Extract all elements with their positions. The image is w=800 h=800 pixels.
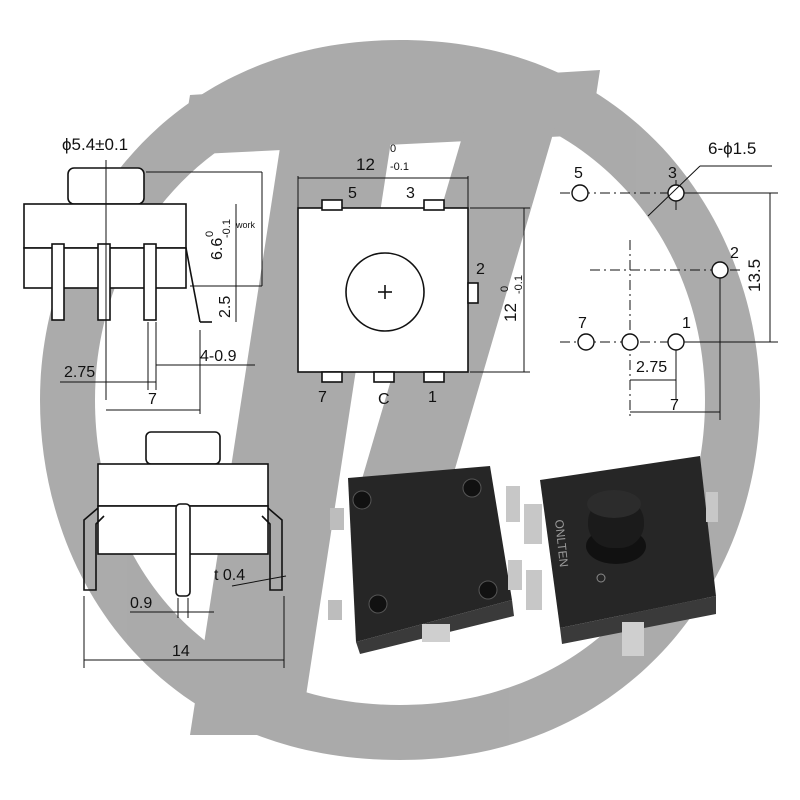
dim-height-tol-lower: -0.1	[221, 219, 233, 238]
dim-height-tol-upper: 0	[204, 231, 216, 237]
switch-back-photo	[328, 466, 522, 654]
brand-text: ONLTEN	[552, 519, 571, 568]
footprint-label-7: 7	[578, 315, 587, 332]
side-body	[23, 203, 187, 249]
tab-7	[321, 371, 343, 383]
screw-4	[478, 580, 498, 600]
dim-front-pin-width: 0.9	[130, 595, 152, 612]
footprint-label-5: 5	[574, 165, 583, 182]
work-label: work	[235, 220, 256, 230]
pin-left	[51, 243, 65, 321]
footprint-label-3: 3	[668, 165, 677, 182]
dim-top-width-tol-lower: -0.1	[390, 161, 409, 173]
product-photo: ONLTEN	[328, 456, 718, 656]
tab-1	[423, 371, 445, 383]
dim-footprint-pitch: 2.75	[636, 359, 667, 376]
dim-pin-pitch: 2.75	[64, 364, 95, 381]
front-body-top	[97, 463, 269, 507]
hole-5	[571, 184, 589, 202]
screw-1	[352, 490, 372, 510]
front-button	[145, 431, 221, 465]
tab-3	[423, 199, 445, 211]
footprint-label-2: 2	[730, 245, 739, 262]
dim-top-width: 12	[356, 155, 375, 174]
pin-label-2: 2	[476, 261, 485, 278]
dim-footprint-span: 7	[670, 397, 679, 414]
pin-label-7: 7	[318, 389, 327, 406]
dim-thickness: t 0.4	[214, 567, 245, 584]
front-pin	[175, 503, 191, 597]
pin-label-1: 1	[428, 389, 437, 406]
dim-top-height-tol-lower: -0.1	[513, 275, 525, 294]
dim-pin-height: 2.5	[217, 296, 234, 318]
footprint	[560, 165, 778, 420]
dim-top-height-tol-upper: 0	[499, 286, 511, 292]
screw-3	[368, 594, 388, 614]
front-leg-right	[261, 507, 283, 591]
screw-2	[462, 478, 482, 498]
side-view	[23, 160, 263, 414]
dim-footprint-vertical: 13.5	[745, 259, 764, 292]
dim-pin-width: 4-0.9	[200, 348, 237, 365]
hole-7	[577, 333, 595, 351]
tab-c	[373, 371, 395, 383]
footprint-label-1: 1	[682, 315, 691, 332]
pin-label-3: 3	[406, 185, 415, 202]
dim-front-overall: 14	[172, 643, 190, 660]
dim-height-total: 6.6	[209, 238, 226, 260]
dim-pin-span: 7	[148, 391, 157, 408]
pin-label-5: 5	[348, 185, 357, 202]
dim-top-height: 12	[501, 303, 520, 322]
top-view	[297, 176, 530, 383]
pin-center	[97, 243, 111, 321]
front-view	[83, 431, 287, 668]
tab-5	[321, 199, 343, 211]
tab-2	[467, 282, 479, 304]
hole-c	[621, 333, 639, 351]
pin-right	[143, 243, 157, 321]
hole-1	[667, 333, 685, 351]
front-leg-left	[83, 507, 105, 591]
hole-3	[667, 184, 685, 202]
hole-2	[711, 261, 729, 279]
dim-hole-spec: 6-ϕ1.5	[708, 139, 756, 158]
switch-front-photo: ONLTEN	[524, 456, 718, 656]
dim-top-width-tol-upper: 0	[390, 143, 396, 155]
pin-label-c: C	[378, 391, 390, 408]
dim-button-diameter: ϕ5.4±0.1	[62, 135, 128, 154]
